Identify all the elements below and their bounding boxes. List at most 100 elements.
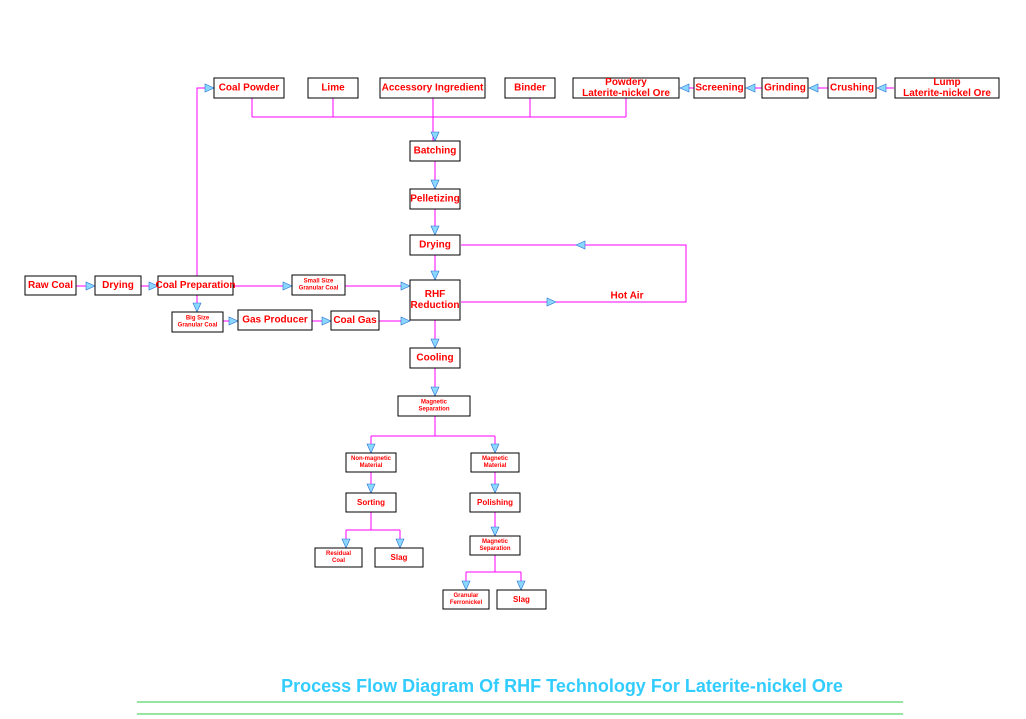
node-box: [470, 452, 520, 473]
node-box: [469, 492, 521, 513]
node-label: Residual: [326, 551, 351, 557]
arrowhead: [400, 316, 411, 326]
node-box: [761, 77, 809, 99]
node-box: [291, 274, 346, 296]
arrowhead: [490, 443, 500, 454]
node-box: [409, 347, 461, 369]
arrowhead: [85, 281, 96, 291]
node-label: Pelletizing: [410, 194, 459, 205]
arrowhead: [228, 316, 239, 326]
node-label: Gas Producer: [242, 315, 308, 326]
arrowhead: [461, 580, 471, 591]
node-label: Slag: [391, 553, 408, 562]
arrowheads: [85, 83, 887, 591]
arrowhead: [876, 83, 887, 93]
node-crushing: Crushing: [827, 77, 877, 99]
node-label: Big Size: [186, 316, 210, 322]
node-label: Powdery: [605, 77, 647, 88]
node-label: Magnetic: [421, 400, 448, 406]
node-slag1: Slag: [374, 547, 424, 568]
node-label: Grinding: [764, 83, 806, 94]
node-label: Granular: [453, 593, 479, 599]
connector-lines: [76, 87, 894, 590]
arrowhead: [366, 483, 376, 494]
node-label: Magnetic: [482, 456, 509, 462]
node-label: Coal Powder: [219, 83, 280, 94]
process-nodes: Coal Powder Lime Accessory Ingredient Binde…: [24, 77, 1000, 610]
node-label: Separation: [418, 407, 449, 413]
node-label: Lump: [933, 77, 960, 88]
arrowhead: [490, 526, 500, 537]
connector-line: [461, 244, 687, 303]
arrowhead: [679, 83, 690, 93]
arrowhead: [341, 538, 351, 549]
node-coal-powder: Coal Powder: [213, 77, 285, 99]
node-label: Drying: [419, 240, 451, 251]
arrowhead: [808, 83, 819, 93]
arrowhead: [745, 83, 756, 93]
node-label: Lime: [321, 83, 345, 94]
hot-air-label: Hot Air: [611, 291, 644, 302]
node-polishing: Polishing: [469, 492, 521, 513]
node-label: Binder: [514, 83, 546, 94]
node-label: Material: [360, 463, 383, 469]
node-box: [693, 77, 746, 99]
node-label: Granular Coal: [299, 286, 339, 292]
node-grinding: Grinding: [761, 77, 809, 99]
node-label: Separation: [479, 546, 510, 552]
arrowhead: [400, 281, 411, 291]
node-raw-coal: Raw Coal: [24, 275, 77, 296]
arrowhead: [575, 240, 586, 250]
node-box: [409, 234, 461, 256]
node-cooling: Cooling: [409, 347, 461, 369]
arrowhead: [430, 225, 440, 236]
arrowhead: [546, 297, 557, 307]
node-box: [409, 140, 461, 162]
node-drying-main: Drying: [409, 234, 461, 256]
node-box: [504, 77, 556, 99]
node-box: [442, 589, 490, 610]
node-sorting: Sorting: [345, 492, 397, 513]
arrowhead: [321, 316, 332, 326]
node-label: Coal Preparation: [155, 280, 235, 291]
node-label: Small Size: [304, 279, 334, 285]
arrowhead: [282, 281, 293, 291]
node-label: Non-magnetic: [351, 456, 392, 462]
arrowhead: [516, 580, 526, 591]
node-label: Batching: [414, 146, 457, 157]
node-coal-prep: Coal Preparation: [155, 275, 236, 296]
node-box: [24, 275, 77, 296]
node-label: Sorting: [357, 498, 385, 507]
node-label: Drying: [102, 280, 134, 291]
node-label: Material: [484, 463, 507, 469]
node-label: Coal Gas: [333, 315, 377, 326]
node-box: [330, 310, 380, 331]
node-box: [827, 77, 877, 99]
node-label: Laterite-nickel Ore: [582, 88, 670, 99]
arrowhead: [430, 270, 440, 281]
node-label: Raw Coal: [28, 280, 73, 291]
arrowhead: [148, 281, 159, 291]
node-label: Cooling: [416, 353, 453, 364]
connector-line: [196, 87, 214, 276]
node-box: [496, 589, 547, 610]
node-drying-coal: Drying: [94, 275, 142, 296]
node-box: [409, 279, 461, 321]
node-box: [345, 492, 397, 513]
node-slag2: Slag: [496, 589, 547, 610]
node-box: [379, 77, 486, 99]
node-label: Magnetic: [482, 539, 509, 545]
node-label: Coal: [332, 558, 345, 564]
arrowhead: [395, 538, 405, 549]
node-label: Accessory Ingredient: [382, 83, 484, 94]
node-box: [397, 395, 471, 417]
